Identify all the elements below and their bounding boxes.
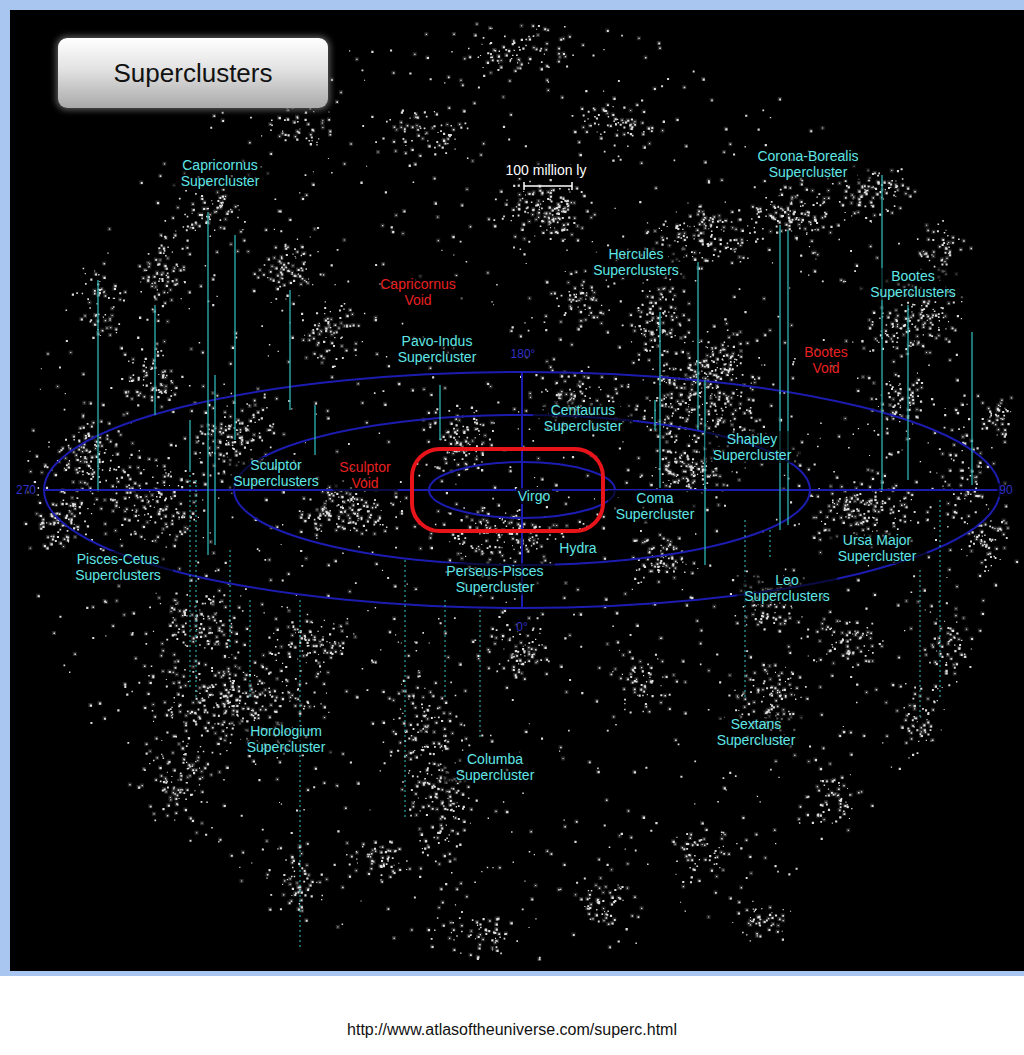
axis-label: 0° — [514, 620, 529, 634]
scale-label: 100 million ly — [504, 162, 589, 178]
title-panel: Superclusters — [58, 38, 328, 108]
coordinate-grid — [0, 0, 1024, 976]
supercluster-label: Coma Supercluster — [608, 490, 703, 522]
supercluster-label: Centaurus Supercluster — [533, 402, 633, 434]
supercluster-label: Leo Superclusters — [737, 572, 837, 604]
galaxy-glow — [24, 22, 1019, 961]
void-label: Bootes Void — [799, 344, 854, 376]
supercluster-label: Bootes Superclusters — [861, 268, 966, 300]
supercluster-label: Shapley Supercluster — [705, 431, 800, 463]
void-label: Capricornus Void — [373, 276, 463, 308]
supercluster-label: Horologium Supercluster — [236, 723, 336, 755]
height-markers — [98, 175, 972, 565]
axis-label: 270 — [14, 483, 38, 497]
supercluster-label: Sculptor Superclusters — [226, 457, 326, 489]
axis-label: 180° — [509, 347, 538, 361]
supercluster-label: Pisces-Cetus Superclusters — [63, 551, 173, 583]
axis-label: 90 — [997, 483, 1014, 497]
void-label: Sculptor Void — [333, 459, 398, 491]
supercluster-label: Corona-Borealis Supercluster — [746, 148, 871, 180]
highlight-outline: Virgo — [410, 447, 605, 533]
cluster-label: Hydra — [557, 540, 598, 556]
map-title: Superclusters — [58, 38, 328, 108]
supercluster-label: Capricornus Supercluster — [170, 157, 270, 189]
cluster-label: Virgo — [516, 488, 552, 504]
scale-bar — [524, 182, 572, 190]
supercluster-label: Sextans Supercluster — [706, 716, 806, 748]
supercluster-label: Ursa Major Supercluster — [827, 532, 927, 564]
supercluster-label: Perseus-Pisces Supercluster — [435, 563, 555, 595]
galaxy-points — [25, 23, 1018, 960]
depth-markers — [190, 470, 940, 950]
supercluster-label: Pavo-Indus Supercluster — [387, 333, 487, 365]
supercluster-label: Hercules Superclusters — [586, 246, 686, 278]
source-caption: http://www.atlasoftheuniverse.com/superc… — [0, 1021, 1024, 1039]
supercluster-label: Columba Supercluster — [445, 751, 545, 783]
galaxy-distribution — [0, 0, 1024, 976]
